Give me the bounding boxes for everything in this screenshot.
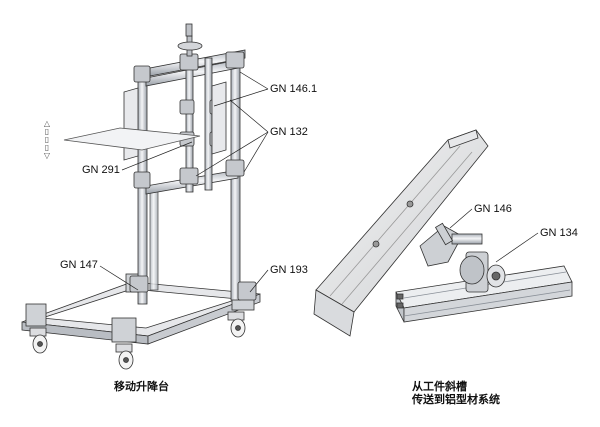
caption-lifting-stand: 移动升降台 [114,380,169,393]
platform-plate [63,127,201,151]
label-gn-147: GN 147 [60,259,98,271]
label-gn-193: GN 193 [270,264,308,276]
label-gn-146-1: GN 146.1 [270,83,318,95]
vertical-motion-arrows: △ ▯ ▯ ▯ ▽ [42,120,52,160]
dash-icon: ▯ [44,127,50,136]
handwheel [177,23,203,57]
work-piece-chute [313,129,489,337]
dash-icon: ▯ [44,135,50,144]
clamp-assembly [419,222,506,293]
caption-chute-line-2: 传送到铝型材系统 [412,393,500,406]
lifting-stand [21,23,261,370]
label-gn-291: GN 291 [82,164,120,176]
base-frame [21,273,261,345]
dash-icon: ▯ [44,143,50,152]
arrow-up-icon: △ [43,119,51,128]
chute-assembly [313,129,573,337]
castor-wheels [29,311,246,370]
caption-chute-line-1: 从工件斜槽 [412,380,467,393]
label-gn-132: GN 132 [270,126,308,138]
label-gn-134: GN 134 [540,227,578,239]
label-gn-146: GN 146 [474,203,512,215]
arrow-down-icon: ▽ [43,151,51,160]
leader-lines-right [449,208,539,263]
leader-lines-left [99,71,269,293]
